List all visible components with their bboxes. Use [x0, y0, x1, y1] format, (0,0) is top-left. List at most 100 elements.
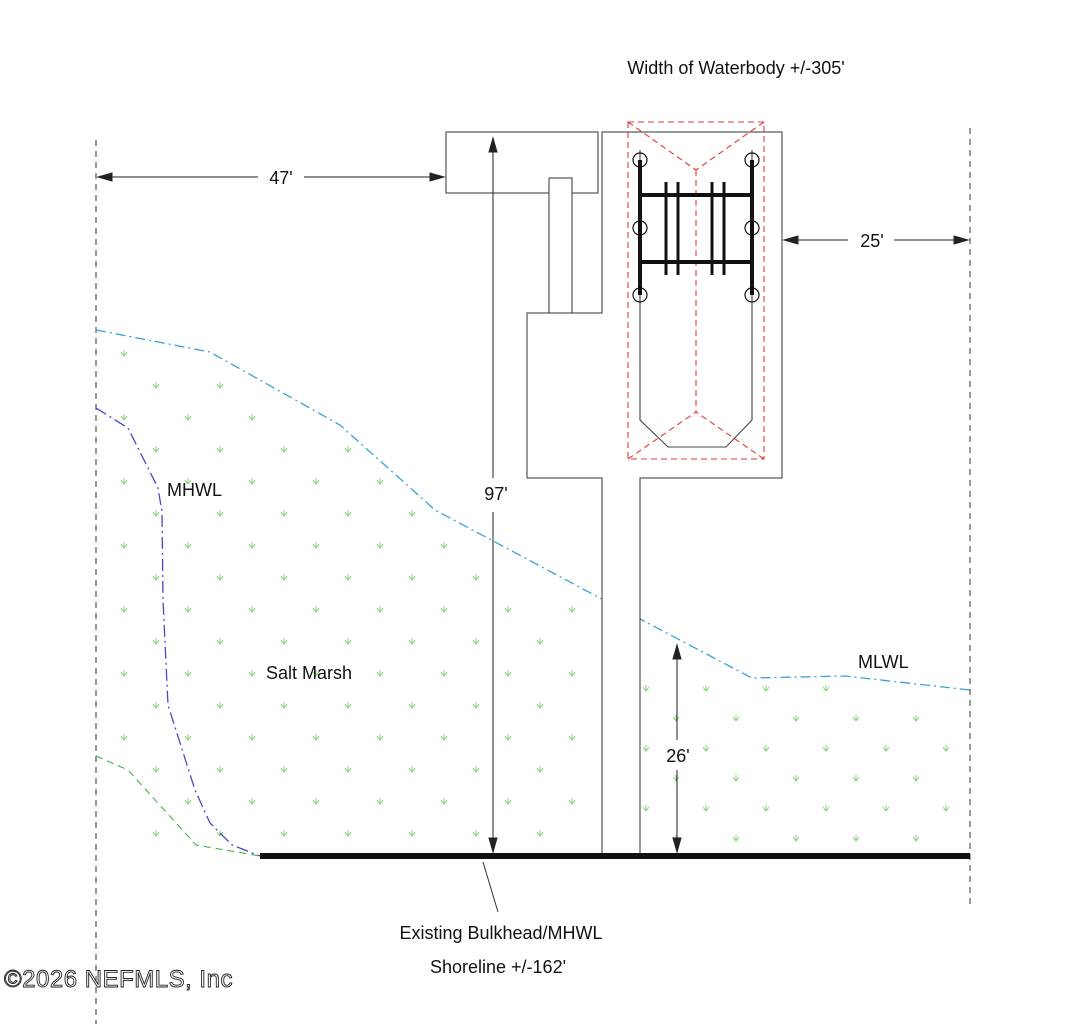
- marsh-symbol: [912, 715, 920, 722]
- marsh-symbol: [152, 382, 160, 389]
- marsh-symbol: [216, 766, 224, 773]
- terminal-platform: [445, 131, 599, 194]
- marsh-symbol: [280, 574, 288, 581]
- marsh-symbol: [702, 805, 710, 812]
- marsh-symbol: [536, 766, 544, 773]
- marsh-symbol: [344, 830, 352, 837]
- bulkhead-leader-line: [482, 861, 499, 913]
- marsh-symbol: [120, 606, 128, 613]
- dimension-26: [672, 643, 682, 854]
- marsh-symbol: [732, 715, 740, 722]
- marsh-symbol: [152, 574, 160, 581]
- marsh-symbol: [472, 702, 480, 709]
- marsh-symbol: [120, 350, 128, 357]
- marsh-symbol: [942, 805, 950, 812]
- marsh-symbol: [248, 670, 256, 677]
- marsh-symbol: [762, 745, 770, 752]
- label-mlwl: MLWL: [858, 652, 909, 672]
- marsh-symbol: [822, 745, 830, 752]
- marsh-symbol: [248, 798, 256, 805]
- piling-circles: [632, 152, 760, 303]
- label-salt-marsh: Salt Marsh: [266, 663, 352, 683]
- boat-hull: [639, 150, 753, 448]
- boat-lift-outline: [627, 121, 765, 460]
- dimension-97: [488, 136, 498, 854]
- marsh-symbol: [120, 670, 128, 677]
- marsh-symbol: [312, 542, 320, 549]
- marsh-symbol: [408, 638, 416, 645]
- marsh-vegetation-symbols: [120, 350, 950, 842]
- marsh-symbol: [440, 798, 448, 805]
- marsh-symbol: [344, 766, 352, 773]
- marsh-symbol: [120, 542, 128, 549]
- marsh-symbol: [120, 734, 128, 741]
- marsh-symbol: [312, 606, 320, 613]
- marsh-symbol: [912, 835, 920, 842]
- marsh-symbol: [152, 510, 160, 517]
- marsh-symbol: [536, 702, 544, 709]
- gangway: [548, 177, 573, 314]
- marsh-symbol: [344, 574, 352, 581]
- marsh-edge-line: [95, 755, 261, 857]
- marsh-symbol: [184, 670, 192, 677]
- marsh-symbol: [184, 606, 192, 613]
- marsh-symbol: [822, 805, 830, 812]
- marsh-symbol: [248, 542, 256, 549]
- marsh-symbol: [732, 775, 740, 782]
- marsh-symbol: [440, 734, 448, 741]
- marsh-symbol: [440, 606, 448, 613]
- marsh-symbol: [472, 574, 480, 581]
- marsh-symbol: [472, 830, 480, 837]
- marsh-symbol: [792, 835, 800, 842]
- marsh-symbol: [376, 478, 384, 485]
- marsh-symbol: [472, 638, 480, 645]
- marsh-symbol: [642, 685, 650, 692]
- marsh-symbol: [248, 414, 256, 421]
- marsh-symbol: [216, 638, 224, 645]
- marsh-symbol: [568, 606, 576, 613]
- marsh-symbol: [568, 734, 576, 741]
- marsh-symbol: [504, 734, 512, 741]
- marsh-symbol: [822, 685, 830, 692]
- marsh-symbol: [152, 766, 160, 773]
- marsh-symbol: [504, 606, 512, 613]
- marsh-symbol: [184, 798, 192, 805]
- marsh-symbol: [568, 670, 576, 677]
- marsh-symbol: [504, 798, 512, 805]
- marsh-symbol: [882, 745, 890, 752]
- marsh-symbol: [408, 510, 416, 517]
- marsh-symbol: [702, 685, 710, 692]
- marsh-symbol: [280, 446, 288, 453]
- watermark-text: ©2026 NEFMLS, Inc: [4, 966, 233, 993]
- marsh-symbol: [120, 414, 128, 421]
- label-bulkhead: Existing Bulkhead/MHWL: [399, 923, 602, 943]
- marsh-symbol: [408, 702, 416, 709]
- marsh-symbol: [216, 702, 224, 709]
- marsh-symbol: [152, 638, 160, 645]
- label-shoreline: Shoreline +/-162': [430, 957, 566, 977]
- boat-lift-frame: [638, 160, 754, 295]
- label-mhwl: MHWL: [167, 480, 222, 500]
- marsh-symbol: [184, 478, 192, 485]
- marsh-symbol: [312, 734, 320, 741]
- marsh-symbol: [568, 798, 576, 805]
- dimension-47: [96, 172, 446, 182]
- marsh-symbol: [152, 830, 160, 837]
- marsh-symbol: [642, 745, 650, 752]
- marsh-symbol: [672, 715, 680, 722]
- marsh-symbol: [702, 745, 710, 752]
- marsh-symbol: [312, 478, 320, 485]
- marsh-symbol: [184, 542, 192, 549]
- drawing-title: Width of Waterbody +/-305': [627, 58, 844, 78]
- marsh-symbol: [344, 638, 352, 645]
- marsh-symbol: [376, 670, 384, 677]
- marsh-symbol: [762, 685, 770, 692]
- marsh-symbol: [912, 775, 920, 782]
- marsh-symbol: [248, 606, 256, 613]
- marsh-symbol: [216, 382, 224, 389]
- marsh-symbol: [280, 766, 288, 773]
- marsh-symbol: [280, 830, 288, 837]
- marsh-symbol: [732, 835, 740, 842]
- marsh-symbol: [440, 670, 448, 677]
- marsh-symbol: [408, 574, 416, 581]
